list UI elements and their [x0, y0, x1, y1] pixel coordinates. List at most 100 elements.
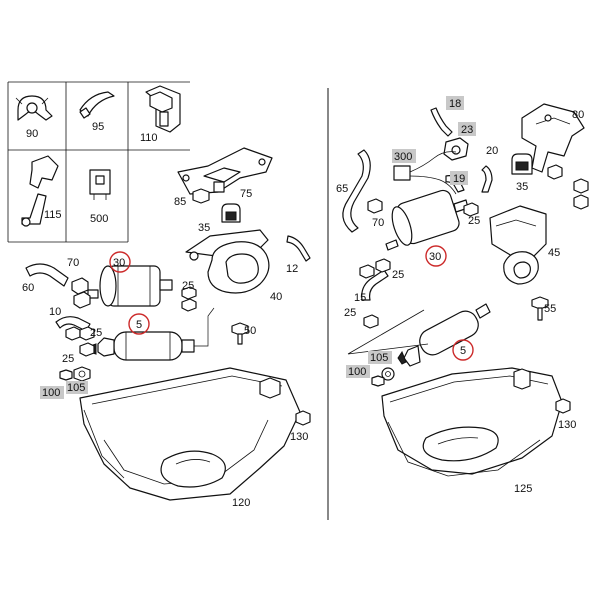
hose-clamp-25-upper [181, 286, 197, 312]
callout-35-right: 35 [516, 181, 528, 193]
grommet-35-right [511, 153, 533, 175]
callout-30-left: 30 [113, 257, 125, 269]
callout-35: 35 [198, 222, 210, 234]
callout-100-left: 100 [42, 387, 60, 399]
hose-65 [342, 149, 371, 233]
right-assembly: 80 20 35 65 70 25 45 25 15 55 25 130 125… [336, 96, 589, 495]
highlight-box-300 [392, 149, 416, 163]
callout-25-right-top: 25 [468, 215, 480, 227]
tank-shield-125 [381, 367, 563, 477]
highlight-ring-30-right [425, 245, 447, 267]
highlight-box-19 [450, 171, 468, 185]
callout-20: 20 [486, 145, 498, 157]
pump-bracket-40 [185, 229, 270, 294]
callout-50: 50 [244, 325, 256, 337]
highlight-box-105-left [66, 381, 88, 394]
callout-130-right: 130 [558, 419, 576, 431]
callout-40: 40 [270, 291, 282, 303]
callout-125: 125 [514, 483, 532, 495]
hose-clamp-25-lower [79, 342, 95, 357]
callout-130-left: 130 [290, 431, 308, 443]
highlight-ring-30-left [109, 251, 131, 273]
callout-500: 500 [90, 213, 108, 225]
cable-tie-95 [79, 91, 115, 119]
holder-115 [21, 155, 59, 227]
hose-60 [25, 263, 69, 287]
nut-100 [59, 369, 73, 381]
bolt-55 [531, 296, 549, 321]
hose-12 [286, 235, 311, 262]
callout-115: 115 [44, 209, 62, 221]
nut-130-right [555, 398, 571, 414]
callout-60: 60 [22, 282, 34, 294]
hose-clamp-25-right-upper [463, 202, 479, 217]
clip-90 [15, 95, 53, 121]
callout-19: 19 [453, 173, 465, 185]
callout-15: 15 [354, 292, 366, 304]
washer-105-right [381, 367, 395, 381]
callout-85: 85 [174, 196, 186, 208]
callout-25-right-low: 25 [344, 307, 356, 319]
callout-65: 65 [336, 183, 348, 195]
nut-100-right [371, 375, 385, 387]
callout-25-low: 25 [62, 353, 74, 365]
callout-70: 70 [67, 257, 79, 269]
small-parts-inset: 90 95 110 115 500 [7, 81, 190, 243]
callout-100-right: 100 [348, 366, 366, 378]
hose-clamp-70-right [367, 198, 383, 214]
callout-23: 23 [461, 124, 473, 136]
callout-110: 110 [140, 132, 158, 144]
hose-clamp-25-right-middle [359, 258, 391, 279]
callout-25-mid: 25 [90, 327, 102, 339]
callout-105-left: 105 [67, 382, 85, 394]
callout-18: 18 [449, 98, 461, 110]
callout-45: 45 [548, 247, 560, 259]
hose-20 [481, 165, 493, 193]
highlight-box-23 [458, 122, 476, 136]
hose-clamp-25-right-lower [363, 314, 379, 329]
bracket-110 [145, 85, 181, 133]
sensor-23 [443, 137, 469, 161]
callout-105-right: 105 [370, 352, 388, 364]
highlight-box-18 [446, 96, 464, 110]
callout-30-right: 30 [429, 251, 441, 263]
highlight-ring-5-right [452, 339, 474, 361]
callout-90: 90 [26, 128, 38, 140]
mount-bracket-75 [177, 147, 273, 195]
nut-85 [192, 188, 210, 204]
callout-10: 10 [49, 306, 61, 318]
fuel-pump-5 [89, 307, 215, 361]
callout-80: 80 [572, 109, 584, 121]
highlight-ring-5-left [128, 313, 150, 335]
callout-300: 300 [394, 151, 412, 163]
callout-70-right: 70 [372, 217, 384, 229]
callout-12: 12 [286, 263, 298, 275]
nut-85-right-lower [573, 194, 589, 210]
callout-120: 120 [232, 497, 250, 509]
highlight-box-105-right [368, 351, 392, 364]
pump-bracket-45 [489, 205, 547, 285]
fuel-pump-5-right [347, 303, 491, 367]
hose-15 [361, 269, 389, 301]
fuel-filter-30 [87, 265, 173, 307]
bolt-50 [231, 322, 249, 345]
callout-25-top: 25 [182, 280, 194, 292]
callout-25-right-mid: 25 [392, 269, 404, 281]
grommet-35 [221, 203, 241, 223]
washer-105 [73, 366, 91, 382]
tank-shield-120 [79, 367, 301, 501]
highlight-box-100-left [40, 386, 64, 399]
left-assembly: 85 75 35 12 70 60 25 40 10 25 50 25 130 … [22, 147, 311, 509]
wiring-harness-300 [393, 151, 457, 195]
hose-18 [430, 107, 453, 137]
callout-5-right: 5 [460, 345, 466, 357]
fuel-filter-30-right [385, 189, 469, 251]
mount-bracket-80 [521, 103, 585, 180]
callout-95: 95 [92, 121, 104, 133]
nut-85-right [573, 178, 589, 194]
nut-130-left [295, 410, 311, 426]
relay-500 [89, 169, 111, 200]
callout-55: 55 [544, 303, 556, 315]
highlight-box-100-right [346, 365, 370, 378]
